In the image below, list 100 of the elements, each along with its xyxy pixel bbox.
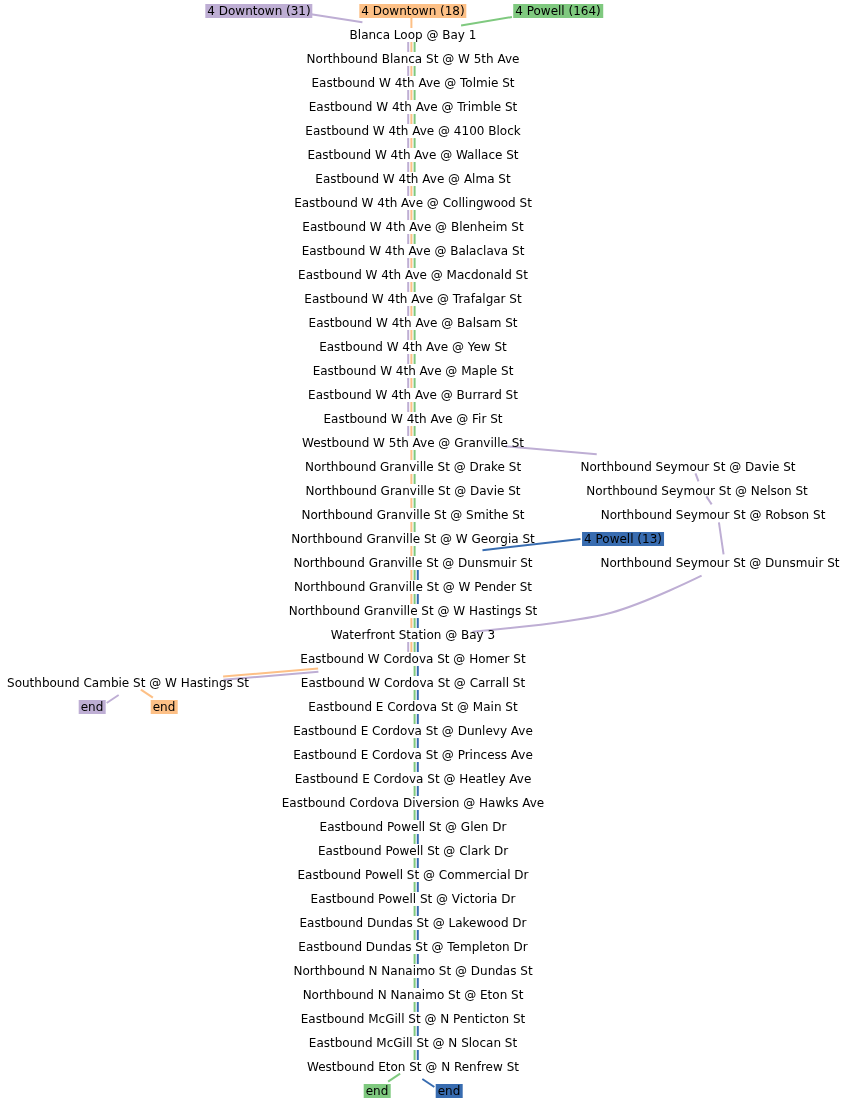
- stop-name: Westbound W 5th Ave @ Granville St: [302, 436, 524, 450]
- route-line: [416, 737, 419, 749]
- route-line: [410, 137, 413, 149]
- stop-name: Southbound Cambie St @ W Hastings St: [7, 676, 249, 690]
- route-line: [416, 881, 419, 893]
- route-line: [407, 353, 410, 365]
- route-line: [407, 401, 410, 413]
- stop-name: Northbound Granville St @ Dunsmuir St: [293, 556, 533, 570]
- route-line: [413, 737, 416, 749]
- route-line: [413, 833, 416, 845]
- route-line: [387, 1072, 402, 1083]
- stop-name: Waterfront Station @ Bay 3: [330, 628, 496, 642]
- route-line: [410, 377, 413, 389]
- route-line: [413, 377, 416, 389]
- route-line: [410, 281, 413, 293]
- stop-name: Eastbound W 4th Ave @ Trimble St: [308, 100, 518, 114]
- route-line: [416, 617, 419, 629]
- stop-name: Eastbound W Cordova St @ Carrall St: [300, 676, 526, 690]
- stop-name: Eastbound W 4th Ave @ Fir St: [323, 412, 503, 426]
- route-line: [413, 1001, 416, 1013]
- stop-name: Northbound Granville St @ W Pender St: [293, 580, 533, 594]
- route-line: [410, 89, 413, 101]
- stop-name: Northbound Seymour St @ Davie St: [580, 460, 796, 474]
- route-label: 4 Powell (164): [513, 4, 603, 18]
- stop-name: Eastbound W 4th Ave @ Yew St: [319, 340, 507, 354]
- route-line: [410, 521, 413, 533]
- stop-name: Northbound N Nanaimo St @ Eton St: [302, 988, 524, 1002]
- route-line: [416, 569, 419, 581]
- stop-name: Eastbound W 4th Ave @ Tolmie St: [311, 76, 515, 90]
- stop-name: Eastbound W 4th Ave @ Balsam St: [308, 316, 518, 330]
- stop-name: Northbound Granville St @ Smithe St: [301, 508, 525, 522]
- stop-name: Eastbound E Cordova St @ Princess Ave: [293, 748, 533, 762]
- route-line: [413, 281, 416, 293]
- route-line: [413, 305, 416, 317]
- route-line: [407, 257, 410, 269]
- route-line: [407, 161, 410, 173]
- route-label: end: [363, 1084, 391, 1098]
- route-line: [410, 257, 413, 269]
- route-line: [694, 472, 700, 483]
- stop-name: Westbound Eton St @ N Renfrew St: [307, 1060, 519, 1074]
- route-line: [413, 641, 416, 653]
- stop-name: Eastbound W 4th Ave @ Collingwood St: [294, 196, 532, 210]
- route-line: [413, 881, 416, 893]
- route-line: [413, 665, 416, 677]
- route-line: [407, 233, 410, 245]
- route-line: [705, 495, 713, 506]
- route-line: [410, 497, 413, 509]
- route-line: [413, 209, 416, 221]
- stop-name: Eastbound W 4th Ave @ 4100 Block: [305, 124, 521, 138]
- stop-name: Eastbound W 4th Ave @ Macdonald St: [298, 268, 528, 282]
- route-line: [410, 113, 413, 125]
- stop-name: Eastbound Dundas St @ Lakewood Dr: [299, 916, 527, 930]
- stop-name: Eastbound Powell St @ Victoria Dr: [310, 892, 516, 906]
- route-line: [410, 449, 413, 461]
- stop-name: Eastbound McGill St @ N Penticton St: [300, 1012, 526, 1026]
- route-line: [421, 1078, 436, 1088]
- route-line: [416, 1025, 419, 1037]
- stop-name: Northbound Seymour St @ Nelson St: [586, 484, 808, 498]
- route-line: [410, 569, 413, 581]
- route-line: [410, 401, 413, 413]
- route-line: [413, 353, 416, 365]
- route-label: end: [150, 700, 178, 714]
- stop-name: Eastbound W 4th Ave @ Trafalgar St: [304, 292, 522, 306]
- route-line: [416, 953, 419, 965]
- route-label: end: [435, 1084, 463, 1098]
- route-line: [410, 425, 413, 437]
- route-line: [413, 1025, 416, 1037]
- route-line: [410, 329, 413, 341]
- route-label: 4 Downtown (18): [359, 4, 467, 18]
- route-line: [413, 617, 416, 629]
- route-line: [407, 281, 410, 293]
- stop-name: Eastbound Dundas St @ Templeton Dr: [298, 940, 528, 954]
- stop-name: Eastbound W Cordova St @ Homer St: [300, 652, 526, 666]
- route-line: [416, 857, 419, 869]
- stop-name: Eastbound Powell St @ Clark Dr: [317, 844, 509, 858]
- route-line: [410, 161, 413, 173]
- stop-name: Eastbound W 4th Ave @ Blenheim St: [302, 220, 524, 234]
- route-line: [460, 16, 513, 27]
- route-line: [416, 833, 419, 845]
- route-line: [407, 641, 410, 653]
- route-line: [407, 329, 410, 341]
- route-line: [413, 761, 416, 773]
- route-line: [416, 905, 419, 917]
- stop-name: Eastbound McGill St @ N Slocan St: [308, 1036, 518, 1050]
- stop-name: Northbound Blanca St @ W 5th Ave: [306, 52, 520, 66]
- route-line: [471, 574, 703, 633]
- route-line: [416, 785, 419, 797]
- route-line: [410, 353, 413, 365]
- route-line: [413, 785, 416, 797]
- route-line: [407, 113, 410, 125]
- route-line: [407, 65, 410, 77]
- route-line: [413, 137, 416, 149]
- route-line: [413, 1049, 416, 1061]
- route-line: [413, 689, 416, 701]
- route-line: [105, 694, 120, 704]
- route-line: [413, 977, 416, 989]
- route-line: [413, 905, 416, 917]
- route-line: [407, 305, 410, 317]
- route-line: [416, 593, 419, 605]
- stop-name: Northbound N Nanaimo St @ Dundas St: [293, 964, 533, 978]
